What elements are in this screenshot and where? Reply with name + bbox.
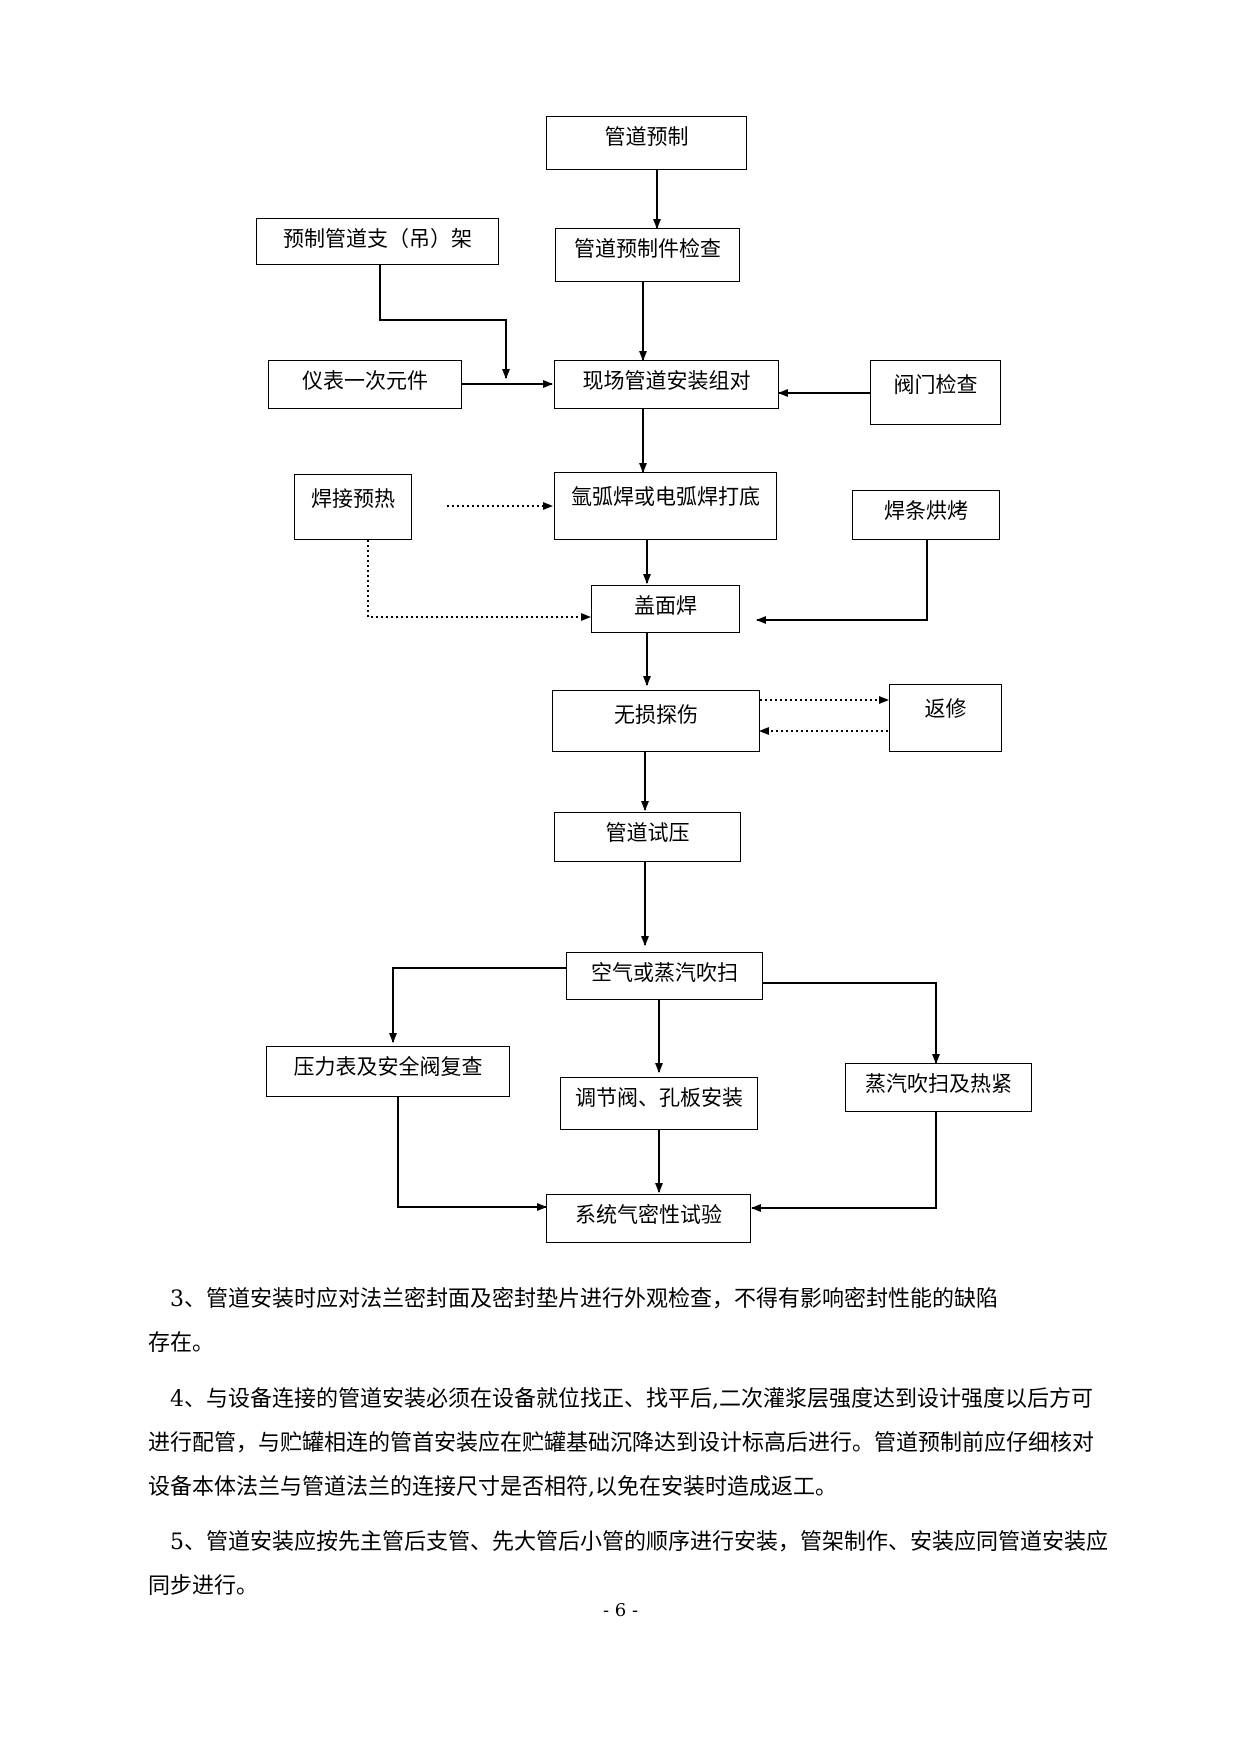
arrow-steam-to-tightness [751,1112,937,1212]
paragraph-5: 5、管道安装应按先主管后支管、先大管后小管的顺序进行安装，管架制作、安装应同管道… [148,1521,1111,1609]
node-root-weld: 氩弧焊或电弧焊打底 [554,472,777,540]
node-prefab-support: 预制管道支（吊）架 [256,218,499,265]
arrow-preheat-to-cap [367,540,591,621]
node-steam-purge-hot-tight: 蒸汽吹扫及热紧 [845,1063,1032,1112]
arrow-purge-to-gauge [389,967,566,1043]
node-valve-inspection: 阀门检查 [870,360,1001,425]
node-purge: 空气或蒸汽吹扫 [566,952,763,1000]
node-pressure-test: 管道试压 [554,812,741,862]
node-pipe-prefab: 管道预制 [546,116,747,170]
node-field-assembly: 现场管道安装组对 [554,360,779,409]
node-weld-preheat: 焊接预热 [294,474,412,540]
node-repair: 返修 [889,684,1002,752]
paragraph-4: 4、与设备连接的管道安装必须在设备就位找正、找平后,二次灌浆层强度达到设计强度以… [148,1378,1111,1510]
node-electrode-bake: 焊条烘烤 [852,490,1000,540]
paragraph-3-line-1: 3、管道安装时应对法兰密封面及密封垫片进行外观检查，不得有影响密封性能的缺陷 [170,1287,998,1312]
paragraph-3-line-2: 存在。 [148,1331,215,1356]
node-prefab-inspection: 管道预制件检查 [555,228,740,282]
paragraph-4-text: 4、与设备连接的管道安装必须在设备就位找正、找平后,二次灌浆层强度达到设计强度以… [148,1387,1095,1500]
arrow-purge-to-steam [763,982,940,1064]
node-instrument-primary: 仪表一次元件 [268,360,462,409]
page-number: - 6 - [602,1600,639,1621]
paragraph-3: 3、管道安装时应对法兰密封面及密封垫片进行外观检查，不得有影响密封性能的缺陷 存… [148,1278,1111,1366]
node-tightness-test: 系统气密性试验 [546,1194,751,1243]
arrow-bake-to-cap [756,540,928,624]
arrow-gauge-to-tightness [397,1097,547,1211]
paragraph-5-text: 5、管道安装应按先主管后支管、先大管后小管的顺序进行安装，管架制作、安装应同管道… [148,1530,1109,1599]
node-valve-orifice-install: 调节阀、孔板安装 [560,1077,758,1130]
node-cap-weld: 盖面焊 [591,585,740,633]
arrow-support-to-assembly [379,265,510,379]
node-ndt: 无损探伤 [552,690,760,752]
node-gauge-check: 压力表及安全阀复查 [266,1046,510,1097]
